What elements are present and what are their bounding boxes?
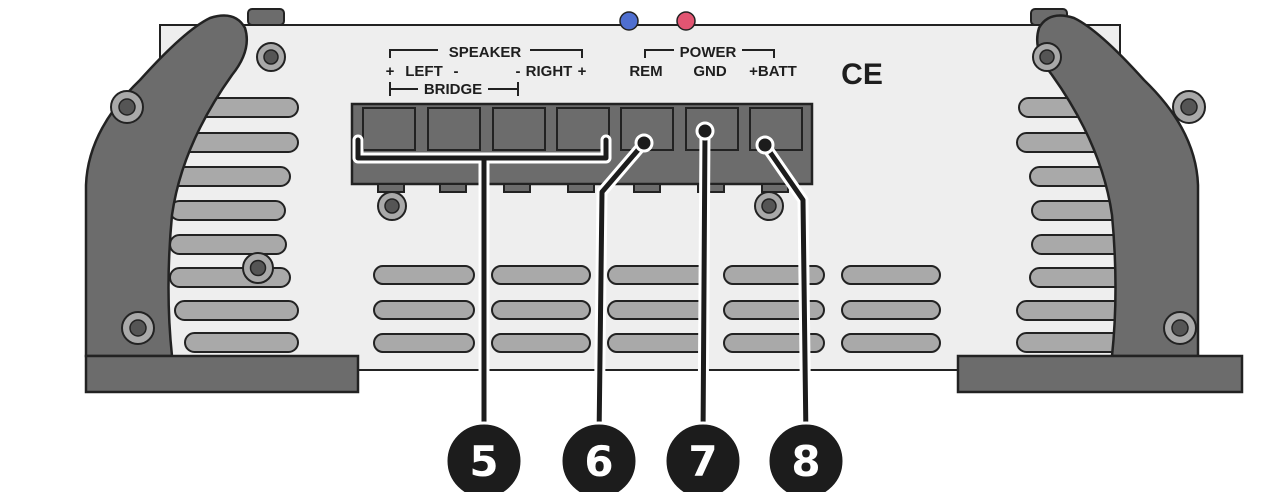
right-plus-sign: + <box>578 63 587 80</box>
screw-icon <box>110 90 144 124</box>
terminal-left-plus <box>362 107 416 151</box>
screw-icon <box>377 191 407 221</box>
left-plus-sign: + <box>386 63 395 80</box>
screw-icon <box>754 191 784 221</box>
bridge-label: BRIDGE <box>424 81 482 98</box>
center-vent-fins <box>373 265 941 353</box>
callout-number: 8 <box>791 437 820 486</box>
terminal-block <box>350 102 814 193</box>
terminal-right-minus <box>492 107 546 151</box>
callout-number: 5 <box>469 437 498 486</box>
red-led <box>676 11 696 31</box>
power-label: POWER <box>680 44 737 61</box>
left-foot <box>84 354 360 394</box>
screw-icon <box>256 42 286 72</box>
right-minus-sign: - <box>516 63 521 80</box>
rem-label: REM <box>629 63 662 80</box>
callout-badge-5: 5 <box>444 421 524 492</box>
screw-icon <box>1032 42 1062 72</box>
screw-icon <box>242 252 274 284</box>
screw-icon <box>121 311 155 345</box>
callout-badge-6: 6 <box>559 421 639 492</box>
screw-icon <box>1163 311 1197 345</box>
left-minus-sign: - <box>454 63 459 80</box>
callout-badge-8: 8 <box>766 421 846 492</box>
ce-mark: CE <box>841 58 883 91</box>
terminal-batt <box>749 107 803 151</box>
callout-number: 6 <box>584 437 613 486</box>
callout-number: 7 <box>688 437 717 486</box>
right-foot <box>956 354 1244 394</box>
left-label: LEFT <box>405 63 443 80</box>
blue-led <box>619 11 639 31</box>
left-heatsink-fins <box>169 97 299 353</box>
speaker-label: SPEAKER <box>449 44 522 61</box>
right-end-cap <box>1035 14 1200 358</box>
callout-badge-7: 7 <box>663 421 743 492</box>
terminal-left-minus <box>427 107 481 151</box>
right-label: RIGHT <box>526 63 573 80</box>
screw-icon <box>1172 90 1206 124</box>
top-foot-left <box>247 8 285 26</box>
label-brackets <box>389 49 775 96</box>
callout-leaders <box>352 121 812 446</box>
batt-label: +BATT <box>749 63 797 80</box>
gnd-label: GND <box>693 63 727 80</box>
terminal-right-plus <box>556 107 610 151</box>
